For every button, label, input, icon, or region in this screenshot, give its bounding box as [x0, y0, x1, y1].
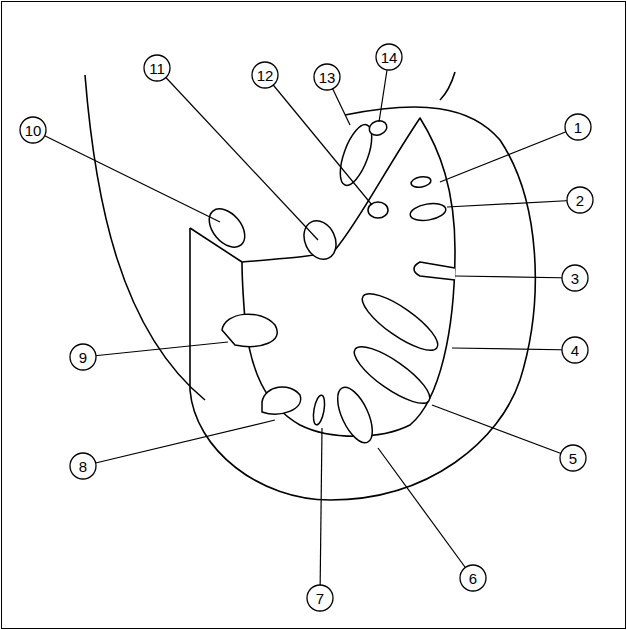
callout-number: 13: [319, 70, 336, 85]
callout-number: 10: [25, 123, 42, 138]
callout-circle: [314, 64, 340, 90]
callout-number: 12: [257, 68, 274, 83]
leader-line: [455, 276, 575, 278]
callout-number: 9: [79, 350, 87, 365]
callout-number: 11: [149, 61, 165, 76]
callout-number: 7: [316, 591, 324, 606]
kidney-outline: [190, 107, 535, 500]
pyramid: [311, 394, 326, 425]
callout-number: 1: [574, 120, 582, 135]
leader-line: [452, 348, 575, 350]
callout-circle: [460, 565, 486, 591]
callout-circle: [560, 445, 586, 471]
vessel-section: [367, 118, 389, 137]
pyramid: [331, 382, 380, 447]
callout-number: 14: [381, 50, 398, 65]
callout-circle: [252, 62, 278, 88]
vessel-line: [85, 75, 205, 400]
pyramid: [410, 175, 431, 188]
leader-line: [157, 68, 318, 240]
leader-line: [447, 200, 580, 207]
callout-number: 6: [469, 571, 477, 586]
calyx: [222, 314, 277, 346]
callout-number: 2: [576, 193, 584, 208]
leader-line: [320, 428, 322, 598]
callout-circle: [307, 585, 333, 611]
leader-line: [265, 75, 372, 205]
callout-circle: [376, 44, 402, 70]
renal-column: [414, 262, 455, 280]
vessel-section: [202, 202, 252, 254]
callout-number: 3: [571, 271, 579, 286]
leader-line: [33, 130, 220, 222]
calyx: [262, 387, 301, 414]
leader-line: [432, 405, 573, 458]
callout-circle: [144, 55, 170, 81]
callout-circle: [20, 117, 46, 143]
callout-number: 5: [569, 451, 577, 466]
vessel-section: [298, 216, 342, 265]
vessel-line: [440, 72, 455, 100]
callout-circle: [562, 337, 588, 363]
callout-number: 4: [571, 343, 579, 358]
leader-line: [83, 420, 275, 466]
pyramid: [409, 201, 447, 223]
leader-line: [440, 127, 578, 182]
leader-line: [378, 448, 473, 578]
callout-circle: [567, 187, 593, 213]
callout-circle: [562, 265, 588, 291]
callout-circle: [70, 344, 96, 370]
leader-line: [83, 342, 228, 357]
callout-circle: [565, 114, 591, 140]
callout-number: 8: [79, 459, 87, 474]
callout-circle: [70, 453, 96, 479]
